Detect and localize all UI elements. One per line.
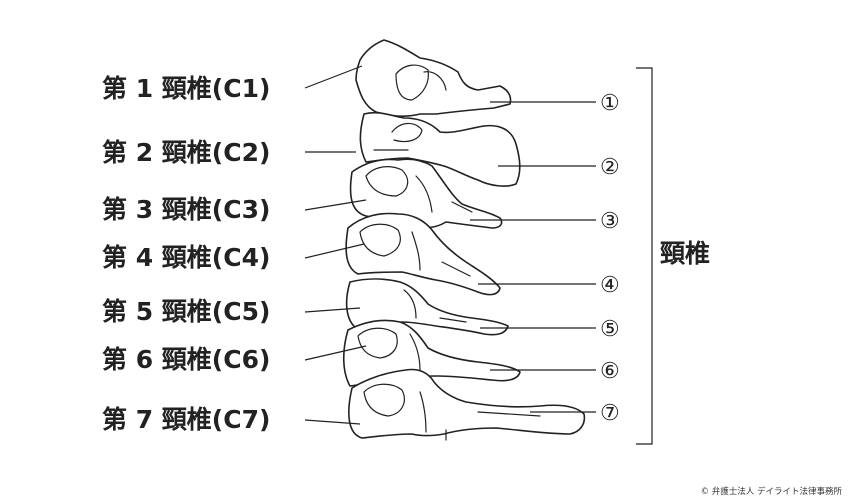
label-c2: 第 2 頸椎(C2) xyxy=(102,138,270,167)
number-6: ⑥ xyxy=(600,359,620,384)
label-c3: 第 3 頸椎(C3) xyxy=(102,195,270,224)
group-label: 頸椎 xyxy=(660,239,710,268)
vertebrae-illustration xyxy=(344,40,585,440)
credit-text: © 弁護士法人 デイライト法律事務所 xyxy=(701,486,843,497)
number-2: ② xyxy=(600,155,620,180)
label-c7: 第 7 頸椎(C7) xyxy=(102,405,270,434)
number-1: ① xyxy=(600,91,620,116)
right-numbers: ① ② ③ ④ ⑤ ⑥ ⑦ xyxy=(600,91,620,426)
label-c4: 第 4 頸椎(C4) xyxy=(102,243,270,272)
number-3: ③ xyxy=(600,209,620,234)
number-4: ④ xyxy=(600,273,620,298)
vertebra-c7 xyxy=(349,370,585,441)
left-labels: 第 1 頸椎(C1) 第 2 頸椎(C2) 第 3 頸椎(C3) 第 4 頸椎(… xyxy=(102,74,270,434)
number-7: ⑦ xyxy=(600,401,620,426)
leader-c1 xyxy=(305,66,362,88)
group-bracket xyxy=(636,68,652,444)
number-5: ⑤ xyxy=(600,317,620,342)
label-c5: 第 5 頸椎(C5) xyxy=(102,297,270,326)
vertebra-c1 xyxy=(356,40,511,116)
label-c6: 第 6 頸椎(C6) xyxy=(102,345,270,374)
label-c1: 第 1 頸椎(C1) xyxy=(102,74,270,103)
